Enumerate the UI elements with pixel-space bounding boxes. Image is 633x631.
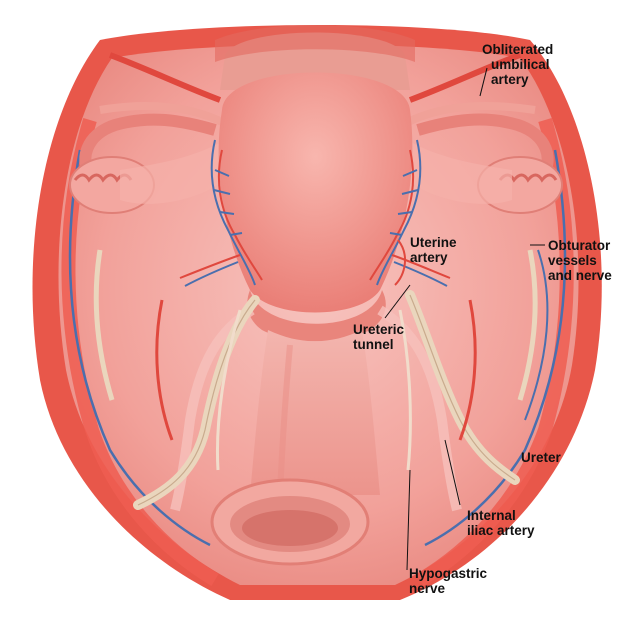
label-line: Internal (467, 508, 535, 523)
label-line: artery (482, 72, 553, 87)
label-line: Uterine (410, 235, 457, 250)
label-line: Obturator (548, 238, 612, 253)
label-obliterated-umbilical-artery: Obliterated umbilical artery (482, 42, 553, 87)
label-line: Obliterated (482, 42, 553, 57)
uterus (219, 73, 413, 313)
label-line: umbilical (482, 57, 553, 72)
label-obturator-vessels-and-nerve: Obturator vessels and nerve (548, 238, 612, 283)
label-ureter: Ureter (521, 450, 561, 465)
label-line: Ureter (521, 450, 561, 465)
label-internal-iliac-artery: Internal iliac artery (467, 508, 535, 538)
label-line: Ureteric (353, 322, 404, 337)
label-hypogastric-nerve: Hypogastric nerve (409, 566, 487, 596)
label-uterine-artery: Uterine artery (410, 235, 457, 265)
label-line: Hypogastric (409, 566, 487, 581)
label-ureteric-tunnel: Ureteric tunnel (353, 322, 404, 352)
label-line: iliac artery (467, 523, 535, 538)
label-line: artery (410, 250, 457, 265)
rectum (250, 330, 380, 495)
label-line: tunnel (353, 337, 404, 352)
label-line: vessels (548, 253, 612, 268)
label-line: and nerve (548, 268, 612, 283)
label-line: nerve (409, 581, 487, 596)
rectum-opening-lumen (242, 510, 338, 546)
